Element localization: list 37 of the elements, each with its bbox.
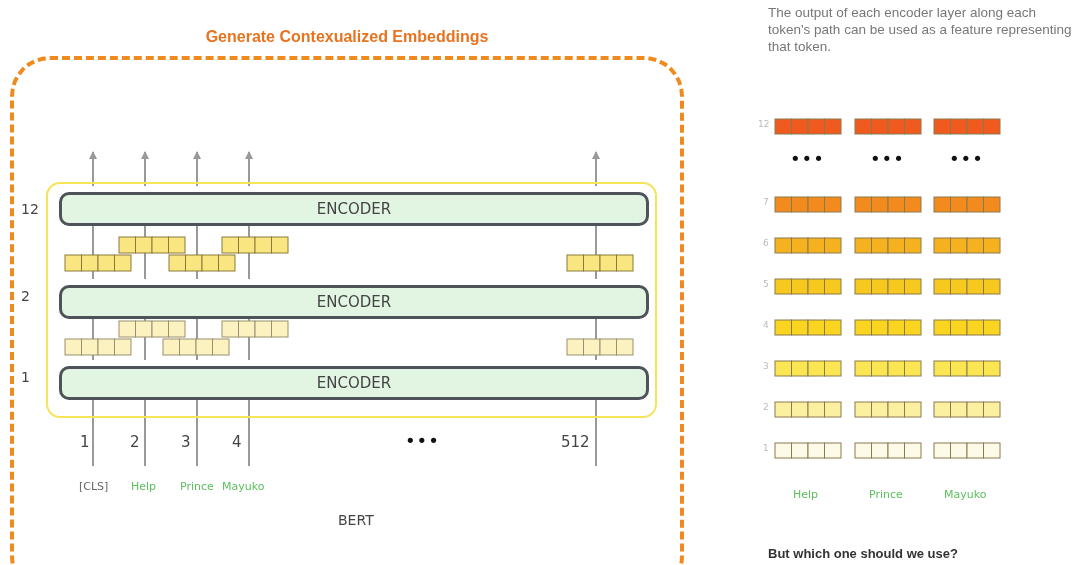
arrow	[592, 151, 600, 187]
layer-number: 2	[763, 402, 769, 412]
arrow	[193, 151, 201, 187]
layer-number: 5	[763, 279, 769, 289]
token-label: [CLS]	[79, 480, 109, 493]
model-frame	[46, 182, 657, 418]
layer-number: 12	[21, 201, 39, 217]
layer-number: 4	[763, 320, 769, 330]
token-label: Prince	[869, 488, 903, 501]
arrow	[89, 151, 97, 187]
ellipsis: •••	[870, 148, 905, 169]
arrow	[141, 151, 149, 187]
layer-number: 1	[21, 369, 30, 385]
layer-number: 7	[763, 197, 769, 207]
encoder-box	[59, 366, 649, 400]
question-text: But which one should we use?	[768, 546, 958, 561]
layer-number: 6	[763, 238, 769, 248]
ellipsis: •••	[949, 148, 984, 169]
layer-number: 1	[763, 443, 769, 453]
arrow	[245, 151, 253, 187]
model-label: BERT	[338, 512, 374, 528]
token-label: Mayuko	[222, 480, 265, 493]
encoder-label: ENCODER	[316, 293, 392, 311]
encoder-box	[59, 285, 649, 319]
token-label: Help	[131, 480, 157, 493]
encoder-label: ENCODER	[316, 200, 392, 218]
encoder-box	[59, 192, 649, 226]
layer-number: 2	[21, 288, 30, 304]
token-label: Help	[793, 488, 819, 501]
note-text: The output of each encoder layer along each token's path can be used as a feature representing that token.	[768, 4, 1073, 55]
token-label: Mayuko	[944, 488, 987, 501]
layer-number: 12	[758, 119, 770, 129]
ellipsis: •••	[790, 148, 825, 169]
ellipsis: •••	[405, 430, 440, 451]
token-label: Prince	[180, 480, 214, 493]
layer-number: 3	[763, 361, 769, 371]
encoder-label: ENCODER	[316, 374, 392, 392]
